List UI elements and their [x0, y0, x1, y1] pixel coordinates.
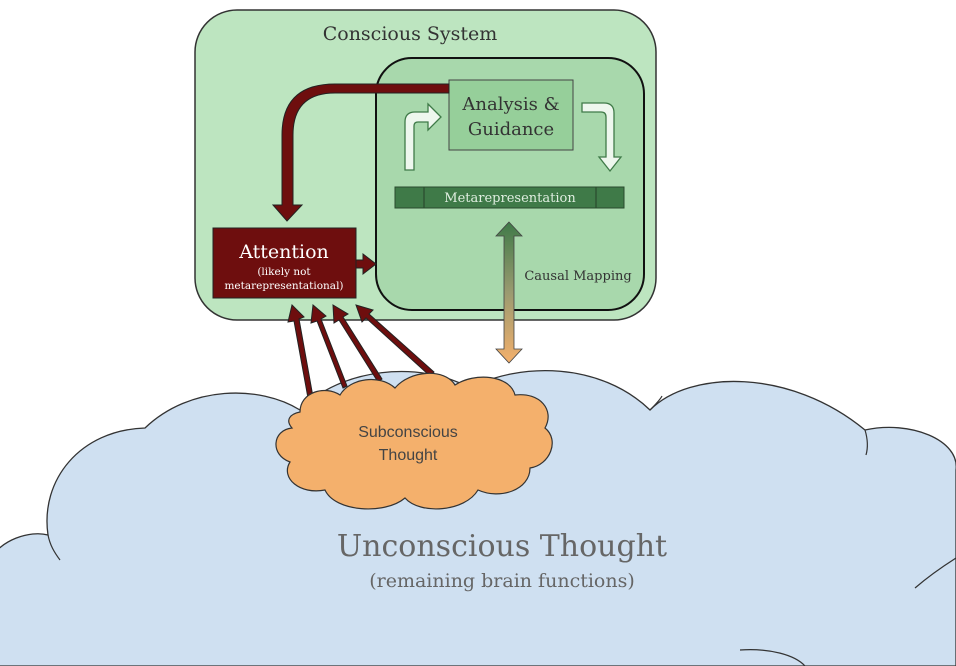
analysis-to-metarep-arrow	[581, 102, 623, 173]
guidance-to-attention-arrow	[271, 83, 450, 222]
subconscious-to-attention-arrow	[332, 304, 383, 383]
attention-note-line1: (likely not	[257, 266, 311, 278]
attention-note-line2: metarepresentational)	[224, 280, 343, 292]
subconscious-to-attention-arrow	[355, 304, 435, 377]
subconscious-label-line2: Thought	[379, 447, 438, 464]
causal-mapping-arrow	[495, 221, 523, 364]
unconscious-title: Unconscious Thought	[337, 529, 667, 564]
subconscious-to-attention-arrow	[310, 304, 348, 389]
cloud-inner-arc	[864, 429, 868, 456]
metarep-to-analysis-arrow	[404, 102, 442, 171]
cloud-inner-arc	[649, 395, 663, 411]
causal-mapping-label: Causal Mapping	[524, 269, 631, 284]
metarepresentation-bar	[394, 186, 625, 209]
unconscious-subtitle: (remaining brain functions)	[369, 570, 635, 592]
analysis-guidance-box	[448, 79, 574, 151]
attention-box	[212, 227, 357, 299]
attention-title: Attention	[238, 241, 329, 263]
cloud-inner-arc	[739, 649, 806, 666]
metarepresentation-label: Metarepresentation	[444, 191, 576, 206]
subconscious-to-attention-arrows	[287, 304, 435, 399]
subconscious-thought-cloud	[275, 372, 553, 510]
conscious-system-title: Conscious System	[323, 23, 498, 45]
attention-to-system-arrow	[355, 252, 377, 276]
cloud-inner-arc	[914, 557, 956, 589]
analysis-guidance-label-line1: Analysis &	[461, 94, 559, 115]
cloud-inner-arc	[47, 534, 61, 561]
subconscious-to-attention-arrow	[287, 304, 314, 399]
analysis-guidance-label-line2: Guidance	[468, 119, 554, 140]
subconscious-label-line1: Subconscious	[358, 424, 458, 441]
